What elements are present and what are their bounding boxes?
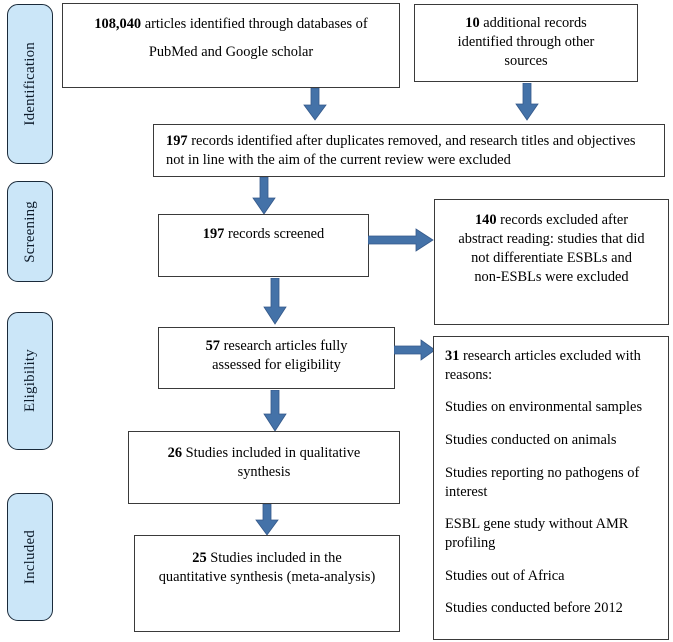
box-other-sources-line1: 10 additional records [427, 14, 625, 33]
box-excluded-with-reasons: 31 research articles excluded with reaso… [433, 336, 669, 640]
box-excluded-abstract-line1: 140 records excluded after [447, 211, 656, 230]
box-eligibility-count: 57 [205, 338, 220, 354]
box-reason-item-1: Studies on environmental samples [445, 399, 643, 416]
box-quantitative-synthesis: 25 Studies included in the quantitative … [134, 535, 400, 632]
box-reason-item-2: Studies conducted on animals [445, 432, 617, 449]
box-records-screened-text: records screened [224, 226, 325, 242]
box-eligibility-line2: assessed for eligibility [212, 357, 341, 374]
box-reason-item-4: ESBL gene study without AMR profiling [445, 516, 629, 552]
phase-label-screening: Screening [7, 181, 53, 282]
arrow-down-icon [303, 88, 327, 121]
arrow-down-icon [252, 177, 276, 215]
arrow-right-icon [368, 228, 434, 252]
box-quantitative-count: 25 [192, 550, 207, 566]
box-other-sources-line1-text: additional records [479, 15, 587, 31]
box-eligibility-line1-text: research articles fully [219, 338, 348, 354]
box-databases-line2: PubMed and Google scholar [148, 44, 314, 61]
box-duplicates-removed-text: records identified after duplicates remo… [166, 132, 636, 168]
box-databases-count: 108,040 [94, 16, 142, 32]
box-databases-line1: 108,040 articles identified through data… [75, 15, 387, 34]
arrow-down-icon [255, 504, 279, 536]
box-excluded-abstract-line2: abstract reading: studies that did [458, 231, 645, 248]
box-eligibility-line1: 57 research articles fully [171, 337, 382, 356]
box-records-other-sources: 10 additional records identified through… [414, 4, 638, 82]
box-excluded-abstract-line3: not differentiate ESBLs and [471, 250, 632, 267]
arrow-eligibility-to-qualitative [263, 390, 287, 432]
box-other-sources-line3: sources [504, 53, 548, 70]
box-records-screened-line: 197 records screened [171, 225, 356, 244]
arrow-screened-to-eligibility [263, 278, 287, 325]
box-assessed-for-eligibility: 57 research articles fully assessed for … [158, 327, 395, 389]
box-records-from-databases: 108,040 articles identified through data… [62, 3, 400, 88]
phase-label-identification-text: Identification [21, 42, 38, 126]
box-excluded-abstract-line4: non-ESBLs were excluded [474, 269, 629, 286]
arrow-other-sources-to-duplicates [515, 83, 539, 121]
box-qualitative-line1: 26 Studies included in qualitative [141, 444, 387, 463]
box-reasons-count: 31 [445, 348, 460, 364]
box-excluded-abstract-count: 140 [474, 212, 497, 228]
phase-label-eligibility: Eligibility [7, 312, 53, 450]
phase-label-screening-text: Screening [21, 200, 38, 263]
box-reason-item-3: Studies reporting no pathogens of intere… [445, 464, 640, 500]
box-reasons-heading: 31 research articles excluded with reaso… [445, 347, 658, 384]
arrow-right-icon [394, 339, 436, 361]
box-records-screened: 197 records screened [158, 214, 369, 277]
box-quantitative-line1: 25 Studies included in the [147, 549, 387, 568]
arrow-down-icon [515, 83, 539, 121]
box-qualitative-line2: synthesis [237, 464, 291, 481]
arrow-databases-to-duplicates [303, 88, 327, 121]
box-other-sources-count: 10 [465, 15, 480, 31]
box-databases-line1-text: articles identified through databases of [141, 16, 368, 32]
box-quantitative-line2: quantitative synthesis (meta-analysis) [158, 569, 376, 586]
arrow-screened-to-excluded-abstract [368, 228, 434, 252]
arrow-qualitative-to-quantitative [255, 504, 279, 536]
box-quantitative-line1-text: Studies included in the [206, 550, 342, 566]
box-reasons-heading-text: research articles excluded with reasons: [445, 348, 641, 383]
arrow-duplicates-to-screened [252, 177, 276, 215]
box-qualitative-line1-text: Studies included in qualitative [182, 445, 361, 461]
box-reason-item-6: Studies conducted before 2012 [445, 600, 623, 617]
box-excluded-after-abstract: 140 records excluded after abstract read… [434, 199, 669, 325]
box-duplicates-removed-count: 197 [166, 132, 188, 149]
box-duplicates-removed: 197 records identified after duplicates … [153, 124, 665, 177]
phase-label-included-text: Included [21, 529, 38, 585]
phase-label-included: Included [7, 493, 53, 621]
box-records-screened-count: 197 [202, 226, 225, 242]
box-reason-item-5: Studies out of Africa [445, 567, 565, 584]
phase-label-identification: Identification [7, 4, 53, 164]
box-excluded-abstract-line1-text: records excluded after [496, 212, 629, 228]
arrow-down-icon [263, 278, 287, 325]
arrow-eligibility-to-excluded-reasons [394, 339, 436, 361]
box-duplicates-removed-text-wrap: 197 records identified after duplicates … [166, 132, 652, 170]
box-qualitative-count: 26 [167, 445, 183, 461]
box-qualitative-synthesis: 26 Studies included in qualitative synth… [128, 431, 400, 504]
phase-label-eligibility-text: Eligibility [21, 349, 38, 413]
arrow-down-icon [263, 390, 287, 432]
box-other-sources-line2: identified through other [457, 34, 595, 51]
